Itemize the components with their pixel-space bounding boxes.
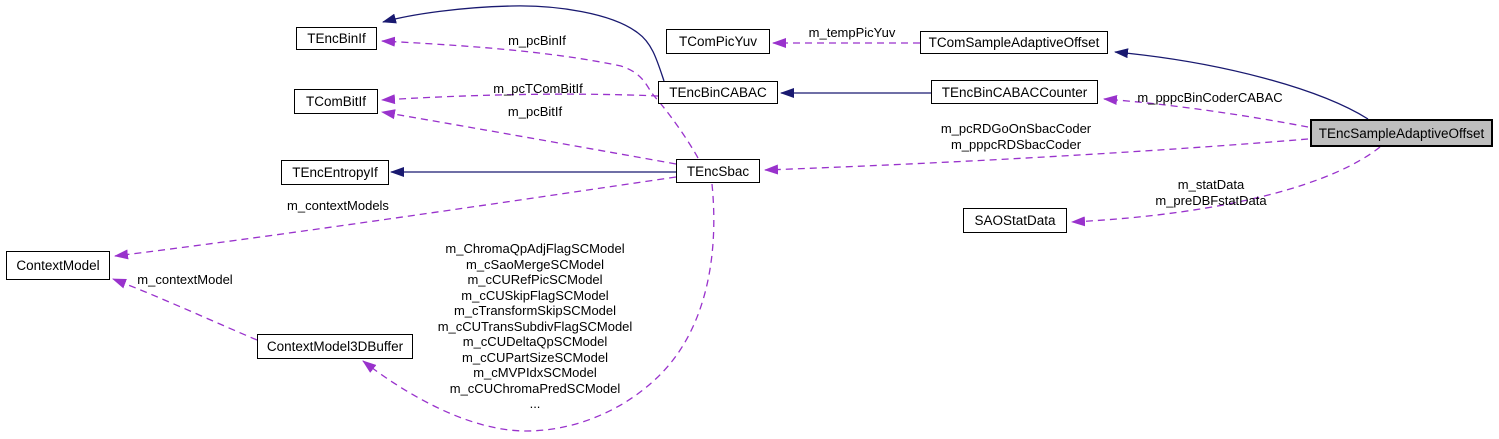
node-contextmodel3dbuffer-label: ContextModel3DBuffer [266, 339, 404, 354]
edge-label-m-contextmodels: m_contextModels [287, 198, 389, 213]
node-tcompicyuv[interactable]: TComPicYuv [666, 29, 770, 54]
edge-label-m-pppcbincodercabac: m_pppcBinCoderCABAC [1137, 90, 1283, 105]
node-contextmodel3dbuffer[interactable]: ContextModel3DBuffer [257, 334, 413, 359]
edge-label-m-statdata: m_statData [1177, 177, 1245, 192]
node-tencsampleadaptiveoffset-label: TEncSampleAdaptiveOffset [1318, 125, 1485, 141]
scmodel-line: m_cCUChromaPredSCModel [449, 380, 621, 396]
scmodel-line: m_cTransformSkipSCModel [453, 303, 617, 318]
edge-label-m-pcbinif: m_pcBinIf [508, 33, 566, 48]
edge-label-m-temppicyuv: m_tempPicYuv [808, 25, 896, 40]
node-tencsampleadaptiveoffset-highlighted[interactable]: TEncSampleAdaptiveOffset [1310, 119, 1493, 147]
node-saostatdata-label: SAOStatData [974, 213, 1056, 228]
node-tcombitif-label: TComBitIf [305, 94, 366, 109]
scmodel-line: m_cCUSkipFlagSCModel [461, 287, 609, 303]
scmodel-line: m_ChromaQpAdjFlagSCModel [445, 241, 625, 256]
edge-label-m-pcbitif: m_pcBitIf [507, 104, 563, 119]
edge-label-rdsbaccoder: m_pcRDGoOnSbacCoder m_pppcRDSbacCoder [941, 121, 1091, 152]
scmodel-line: m_cSaoMergeSCModel [465, 256, 604, 272]
node-tencsbac[interactable]: TEncSbac [676, 159, 760, 183]
edge-usage-sbac-binif [381, 36, 699, 159]
node-contextmodel-label: ContextModel [16, 258, 100, 273]
scmodel-line: m_cCUDeltaQpSCModel [462, 334, 608, 349]
node-tencbinif-label: TEncBinIf [307, 31, 366, 46]
edge-inheritance-encsao-comsao [1114, 48, 1369, 120]
node-tcomsampleadaptiveoffset[interactable]: TComSampleAdaptiveOffset [920, 31, 1108, 54]
edge-label-m-contextmodel: m_contextModel [137, 272, 233, 287]
scmodel-line: m_cCUPartSizeSCModel [462, 349, 608, 365]
node-tcomsampleadaptiveoffset-label: TComSampleAdaptiveOffset [928, 35, 1100, 50]
scmodel-line: m_cMVPIdxSCModel [473, 365, 597, 380]
node-tencsbac-label: TEncSbac [686, 163, 750, 179]
edge-label-m-predbfstatdata: m_preDBFstatData [1155, 192, 1267, 208]
edge-label-scmodel-list: m_ChromaQpAdjFlagSCModel m_cSaoMergeSCMo… [438, 241, 633, 412]
edge-label-m-pcrdgoonsbaccoder: m_pcRDGoOnSbacCoder [940, 121, 1092, 136]
node-tencbinif[interactable]: TEncBinIf [296, 27, 377, 50]
node-tencentropyif-label: TEncEntropyIf [292, 165, 378, 180]
edge-label-m-pppcrdsbaccoder: m_pppcRDSbacCoder [950, 136, 1082, 152]
node-tencbincabac[interactable]: TEncBinCABAC [658, 81, 778, 104]
node-tencbincabac-label: TEncBinCABAC [669, 85, 767, 100]
edge-label-statdata: m_statData m_preDBFstatData [1155, 177, 1266, 208]
scmodel-line-ellipsis: ... [529, 396, 541, 411]
node-saostatdata[interactable]: SAOStatData [963, 208, 1067, 233]
edge-usage-sbac-combitif [381, 109, 677, 165]
node-tencbincabaccounter[interactable]: TEncBinCABACCounter [931, 80, 1098, 104]
edge-usage-contextmodel3d-contextmodel [112, 278, 258, 341]
node-tcompicyuv-label: TComPicYuv [678, 34, 758, 49]
node-tencbincabaccounter-label: TEncBinCABACCounter [941, 84, 1088, 100]
scmodel-line: m_cCUTransSubdivFlagSCModel [437, 318, 633, 334]
node-tcombitif[interactable]: TComBitIf [294, 89, 378, 114]
scmodel-line: m_cCURefPicSCModel [467, 272, 603, 287]
node-contextmodel[interactable]: ContextModel [6, 251, 110, 280]
node-tencentropyif[interactable]: TEncEntropyIf [281, 160, 389, 185]
edge-label-m-pctcombitif: m_pcTComBitIf [493, 81, 583, 96]
